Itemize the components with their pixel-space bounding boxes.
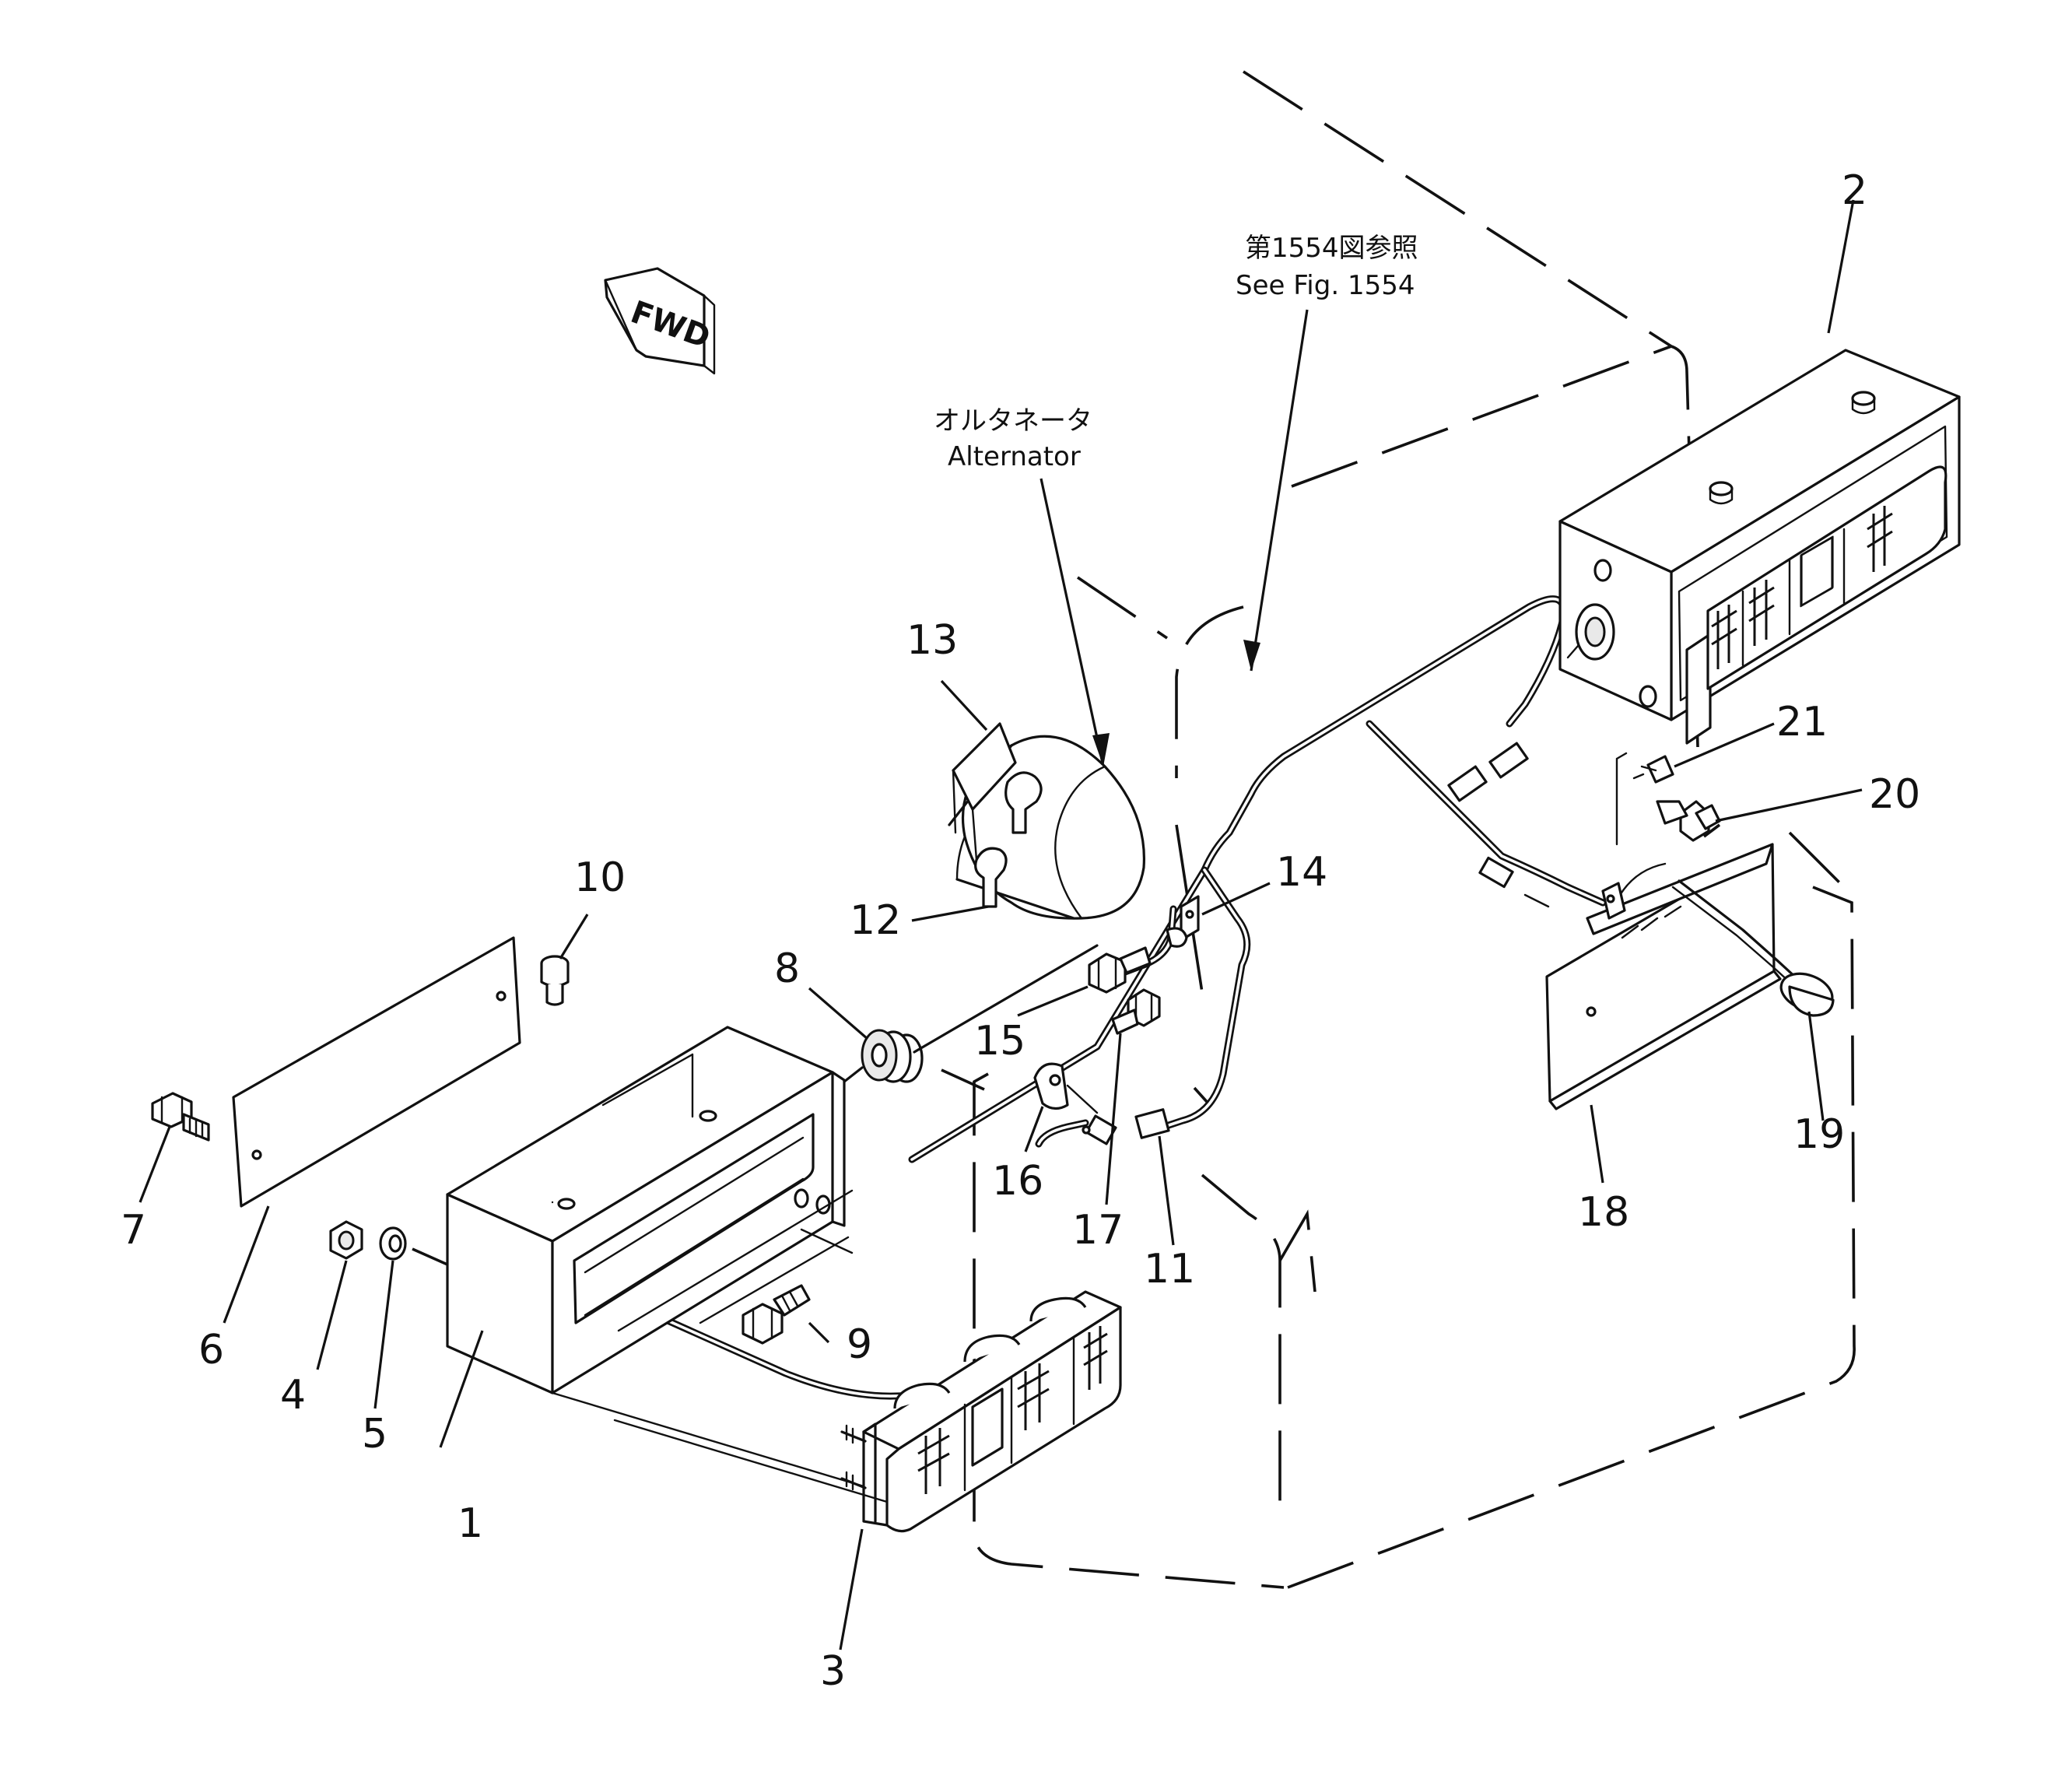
bolt-7 [151,1092,210,1142]
clip-14 [1166,895,1200,948]
callout-18: 18 [1578,1189,1629,1236]
callout-12: 12 [850,897,901,944]
callout-3: 3 [820,1648,846,1695]
callout-8: 8 [774,945,800,992]
plug-10 [540,955,570,1006]
callout-15: 15 [974,1018,1025,1065]
cover-plate [232,936,521,1208]
callout-2: 2 [1842,167,1867,214]
callout-21: 21 [1776,699,1828,745]
leader-lines [138,199,1863,1650]
callout-11: 11 [1144,1246,1195,1293]
bracket-plate-18 [1545,843,1782,1110]
callout-9: 9 [847,1321,872,1368]
bolt-15 [1088,946,1152,994]
callout-1: 1 [458,1500,483,1547]
callout-4: 4 [280,1372,306,1419]
grommet [843,944,1099,1083]
clip-21 [1615,752,1674,846]
alternator [948,722,1146,920]
alternator-note-ja: オルタネータ [934,405,1092,437]
callout-5: 5 [362,1411,387,1458]
lamp-19 [1671,879,1835,1017]
callout-10: 10 [574,854,626,901]
washer-5 [379,1226,448,1266]
callout-14: 14 [1276,849,1327,896]
callout-7: 7 [121,1207,146,1254]
callout-16: 16 [992,1158,1043,1205]
alternator-note-en: Alternator [948,441,1081,472]
forward-direction-arrow: FWD [604,267,716,375]
machine-body-outline [941,70,1856,1589]
callout-13: 13 [906,617,958,664]
callout-19: 19 [1793,1111,1845,1158]
lamp-bracket-box [446,1026,889,1503]
work-lamp-right [1558,349,1961,745]
bolt-20 [1656,800,1721,842]
bolt-9 [742,1284,811,1345]
callout-17: 17 [1072,1207,1124,1254]
callout-6: 6 [198,1327,224,1373]
lamp-grille-left [917,1326,1108,1494]
nut-4 [329,1220,363,1260]
lamp-grille-right [1711,506,1893,669]
alternator-note: オルタネータ Alternator [934,405,1110,767]
see-figure-note-en: See Fig. 1554 [1236,270,1415,301]
work-lamp-left [840,1290,1122,1533]
callout-20: 20 [1869,771,1920,818]
part-number-callouts: 1 2 3 4 5 6 7 8 9 10 11 12 13 14 15 16 1… [121,167,1920,1695]
see-figure-note-ja: 第1554図参照 [1245,233,1418,264]
see-figure-note: 第1554図参照 See Fig. 1554 [1236,233,1418,672]
bolt-17 [1111,988,1161,1035]
clamp-16 [1033,1062,1099,1135]
